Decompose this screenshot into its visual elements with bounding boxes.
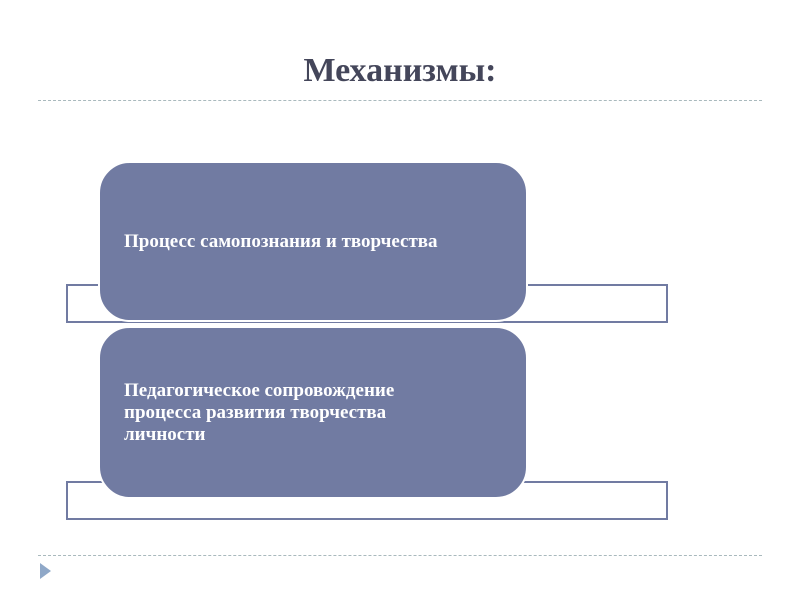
mechanism-item-2-label: Педагогическое сопровождение процесса ра… bbox=[124, 379, 395, 445]
top-divider bbox=[38, 100, 762, 101]
mechanism-item-1: Процесс самопознания и творчества bbox=[98, 161, 528, 322]
mechanism-item-2: Педагогическое сопровождение процесса ра… bbox=[98, 326, 528, 499]
mechanism-item-1-label: Процесс самопознания и творчества bbox=[124, 230, 438, 252]
bottom-divider bbox=[38, 555, 762, 556]
triangle-bullet-icon bbox=[40, 563, 51, 579]
slide-title: Механизмы: bbox=[303, 52, 497, 89]
